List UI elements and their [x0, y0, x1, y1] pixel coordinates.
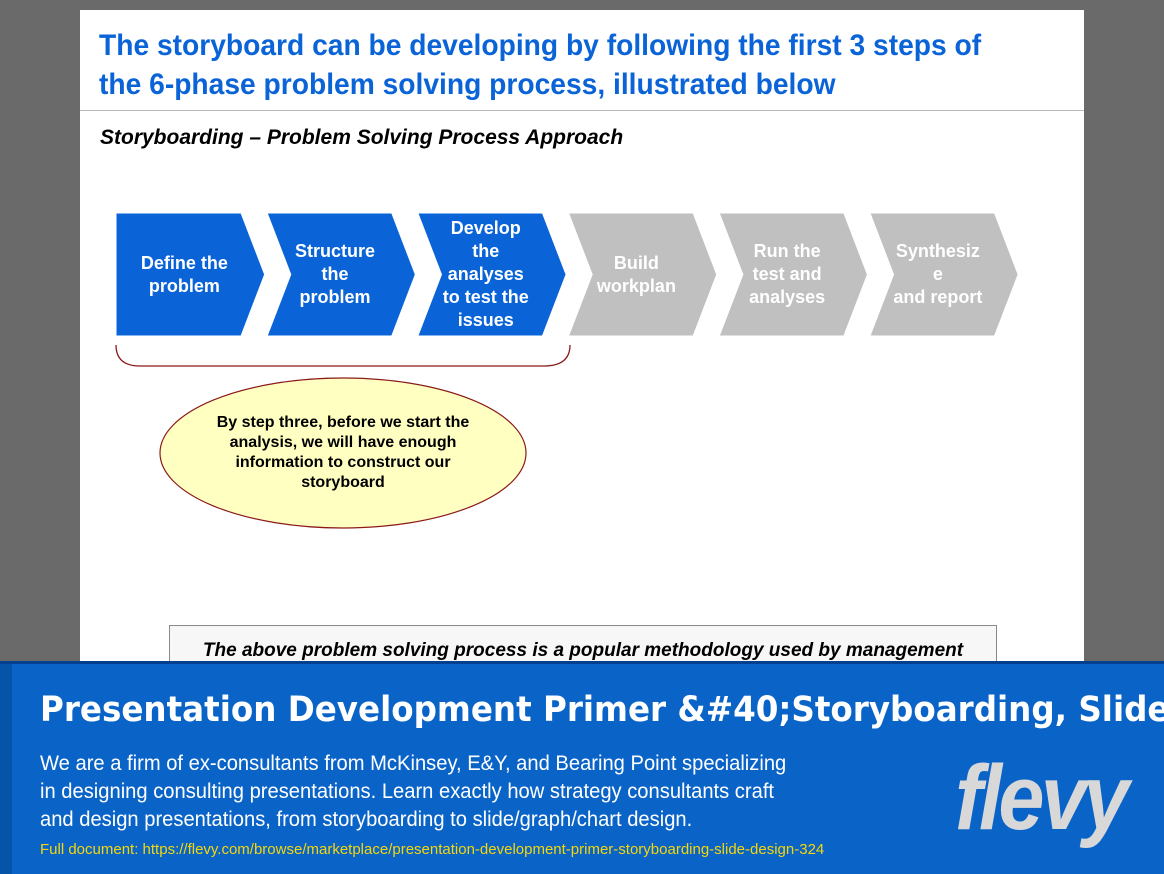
slide-title: The storyboard can be developing by foll…	[99, 29, 982, 101]
callout-text: By step three, before we start the analy…	[216, 414, 470, 491]
process-step-1-shape	[113, 210, 268, 339]
process-step-4-label: Build workplan	[596, 252, 676, 296]
process-step-6-shape	[866, 210, 1021, 339]
promo-banner: Presentation Development Primer &#40;Sto…	[0, 661, 1164, 874]
process-step-6-label: Synthesiz e and report	[893, 241, 983, 307]
process-step-5-shape	[715, 210, 871, 339]
callout-ellipse	[159, 377, 527, 529]
banner-title: Presentation Development Primer &#40;Sto…	[40, 690, 1164, 730]
process-step-3-shape	[414, 210, 569, 339]
process-step-4-shape	[564, 210, 720, 339]
process-step-2-shape	[263, 210, 419, 339]
banner-description: We are a firm of ex-consultants from McK…	[40, 752, 787, 831]
note-text: The above problem solving process is a p…	[202, 640, 964, 661]
process-step-5-label: Run the test and analyses	[749, 241, 826, 307]
slide: The storyboard can be developing by foll…	[80, 10, 1084, 717]
process-diagram	[113, 210, 1021, 529]
document-link[interactable]: Full document: https://flevy.com/browse/…	[40, 841, 825, 858]
flevy-logo[interactable]: flevy	[955, 747, 1129, 849]
steps-brace	[115, 344, 571, 367]
process-step-2-label: Structure the problem	[295, 241, 376, 307]
banner-edge	[0, 664, 12, 874]
title-divider	[80, 110, 1084, 111]
slide-subtitle: Storyboarding – Problem Solving Process …	[100, 126, 624, 149]
process-step-1-label: Define the problem	[140, 252, 228, 296]
process-step-3-label: Develop the analyses to test the issues	[442, 218, 529, 330]
